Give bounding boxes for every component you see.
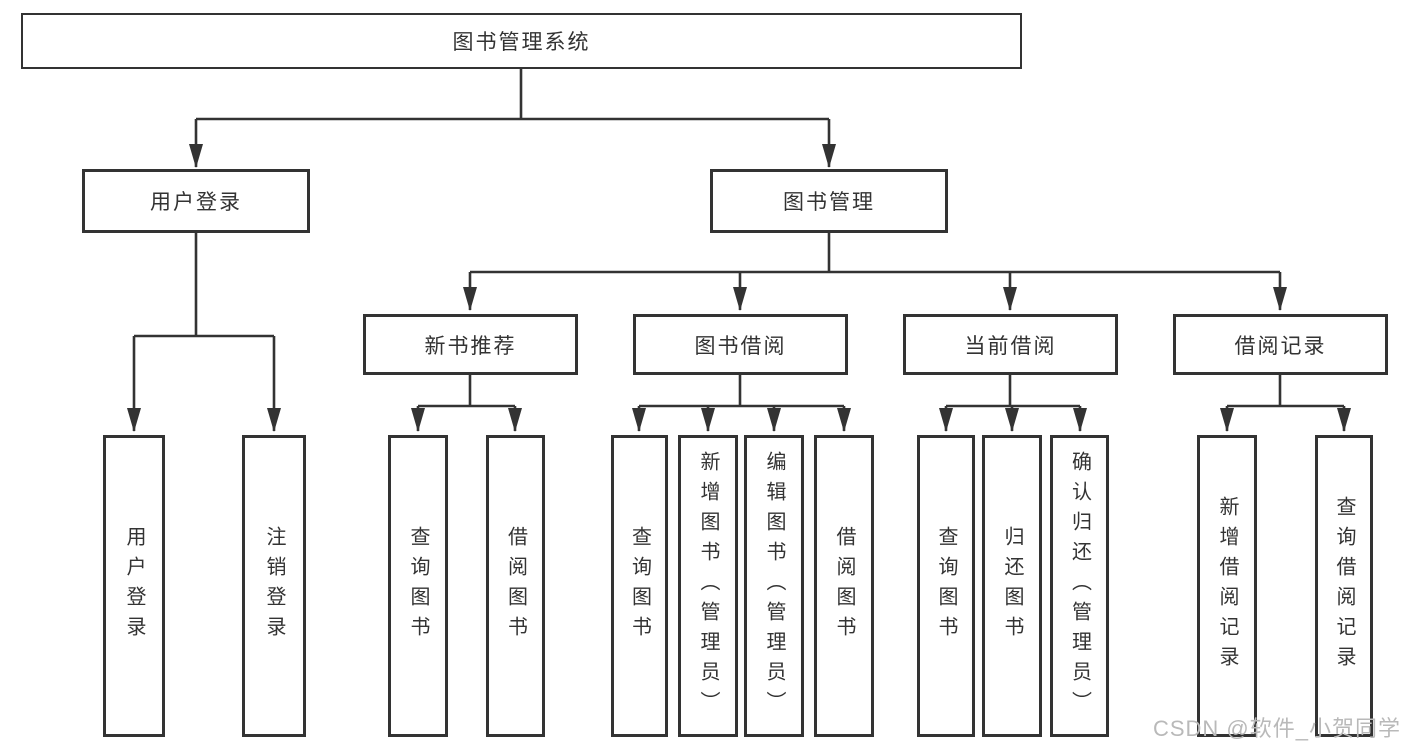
leaf-borrow-books-recommend: 借阅图书 <box>486 435 545 737</box>
node-current-borrow: 当前借阅 <box>903 314 1118 375</box>
leaf-query-books-borrow: 查询图书 <box>611 435 668 737</box>
leaf-user-login: 用户登录 <box>103 435 165 737</box>
node-label: 查询图书 <box>628 526 651 646</box>
node-label: 确认归还（管理员） <box>1068 451 1091 721</box>
leaf-borrow-books: 借阅图书 <box>814 435 874 737</box>
node-label: 注销登录 <box>263 526 285 646</box>
leaf-add-borrow-record: 新增借阅记录 <box>1197 435 1257 737</box>
node-label: 归还图书 <box>1001 526 1023 646</box>
node-new-book-recommend: 新书推荐 <box>363 314 578 375</box>
leaf-confirm-return-admin: 确认归还（管理员） <box>1050 435 1109 737</box>
node-label: 用户登录 <box>123 526 145 646</box>
node-label: 当前借阅 <box>964 334 1057 358</box>
node-label: 图书借阅 <box>694 334 787 358</box>
leaf-logout-login: 注销登录 <box>242 435 306 737</box>
node-label: 借阅图书 <box>504 526 527 646</box>
node-user-login: 用户登录 <box>82 169 310 233</box>
node-book-management: 图书管理 <box>710 169 948 233</box>
node-label: 图书管理系统 <box>452 31 591 54</box>
node-label: 编辑图书（管理员） <box>763 451 785 721</box>
node-label: 查询图书 <box>935 526 957 646</box>
node-label: 借阅图书 <box>833 526 855 646</box>
node-label: 借阅记录 <box>1234 334 1327 358</box>
node-label: 查询图书 <box>407 526 429 646</box>
leaf-query-books-current: 查询图书 <box>917 435 975 737</box>
node-library-management-system: 图书管理系统 <box>21 13 1022 69</box>
leaf-add-books-admin: 新增图书（管理员） <box>678 435 738 737</box>
node-label: 新增图书（管理员） <box>697 451 719 721</box>
node-label: 查询借阅记录 <box>1333 496 1355 676</box>
leaf-query-borrow-record: 查询借阅记录 <box>1315 435 1373 737</box>
node-label: 新增借阅记录 <box>1216 496 1238 676</box>
leaf-query-books-recommend: 查询图书 <box>388 435 448 737</box>
node-label: 用户登录 <box>150 191 242 214</box>
node-label: 新书推荐 <box>424 334 517 358</box>
leaf-edit-books-admin: 编辑图书（管理员） <box>744 435 804 737</box>
csdn-watermark: CSDN @软件_小贺同学 <box>1152 716 1401 741</box>
node-label: 图书管理 <box>783 191 875 214</box>
leaf-return-books: 归还图书 <box>982 435 1042 737</box>
node-book-borrow: 图书借阅 <box>633 314 848 375</box>
node-borrow-records: 借阅记录 <box>1173 314 1388 375</box>
